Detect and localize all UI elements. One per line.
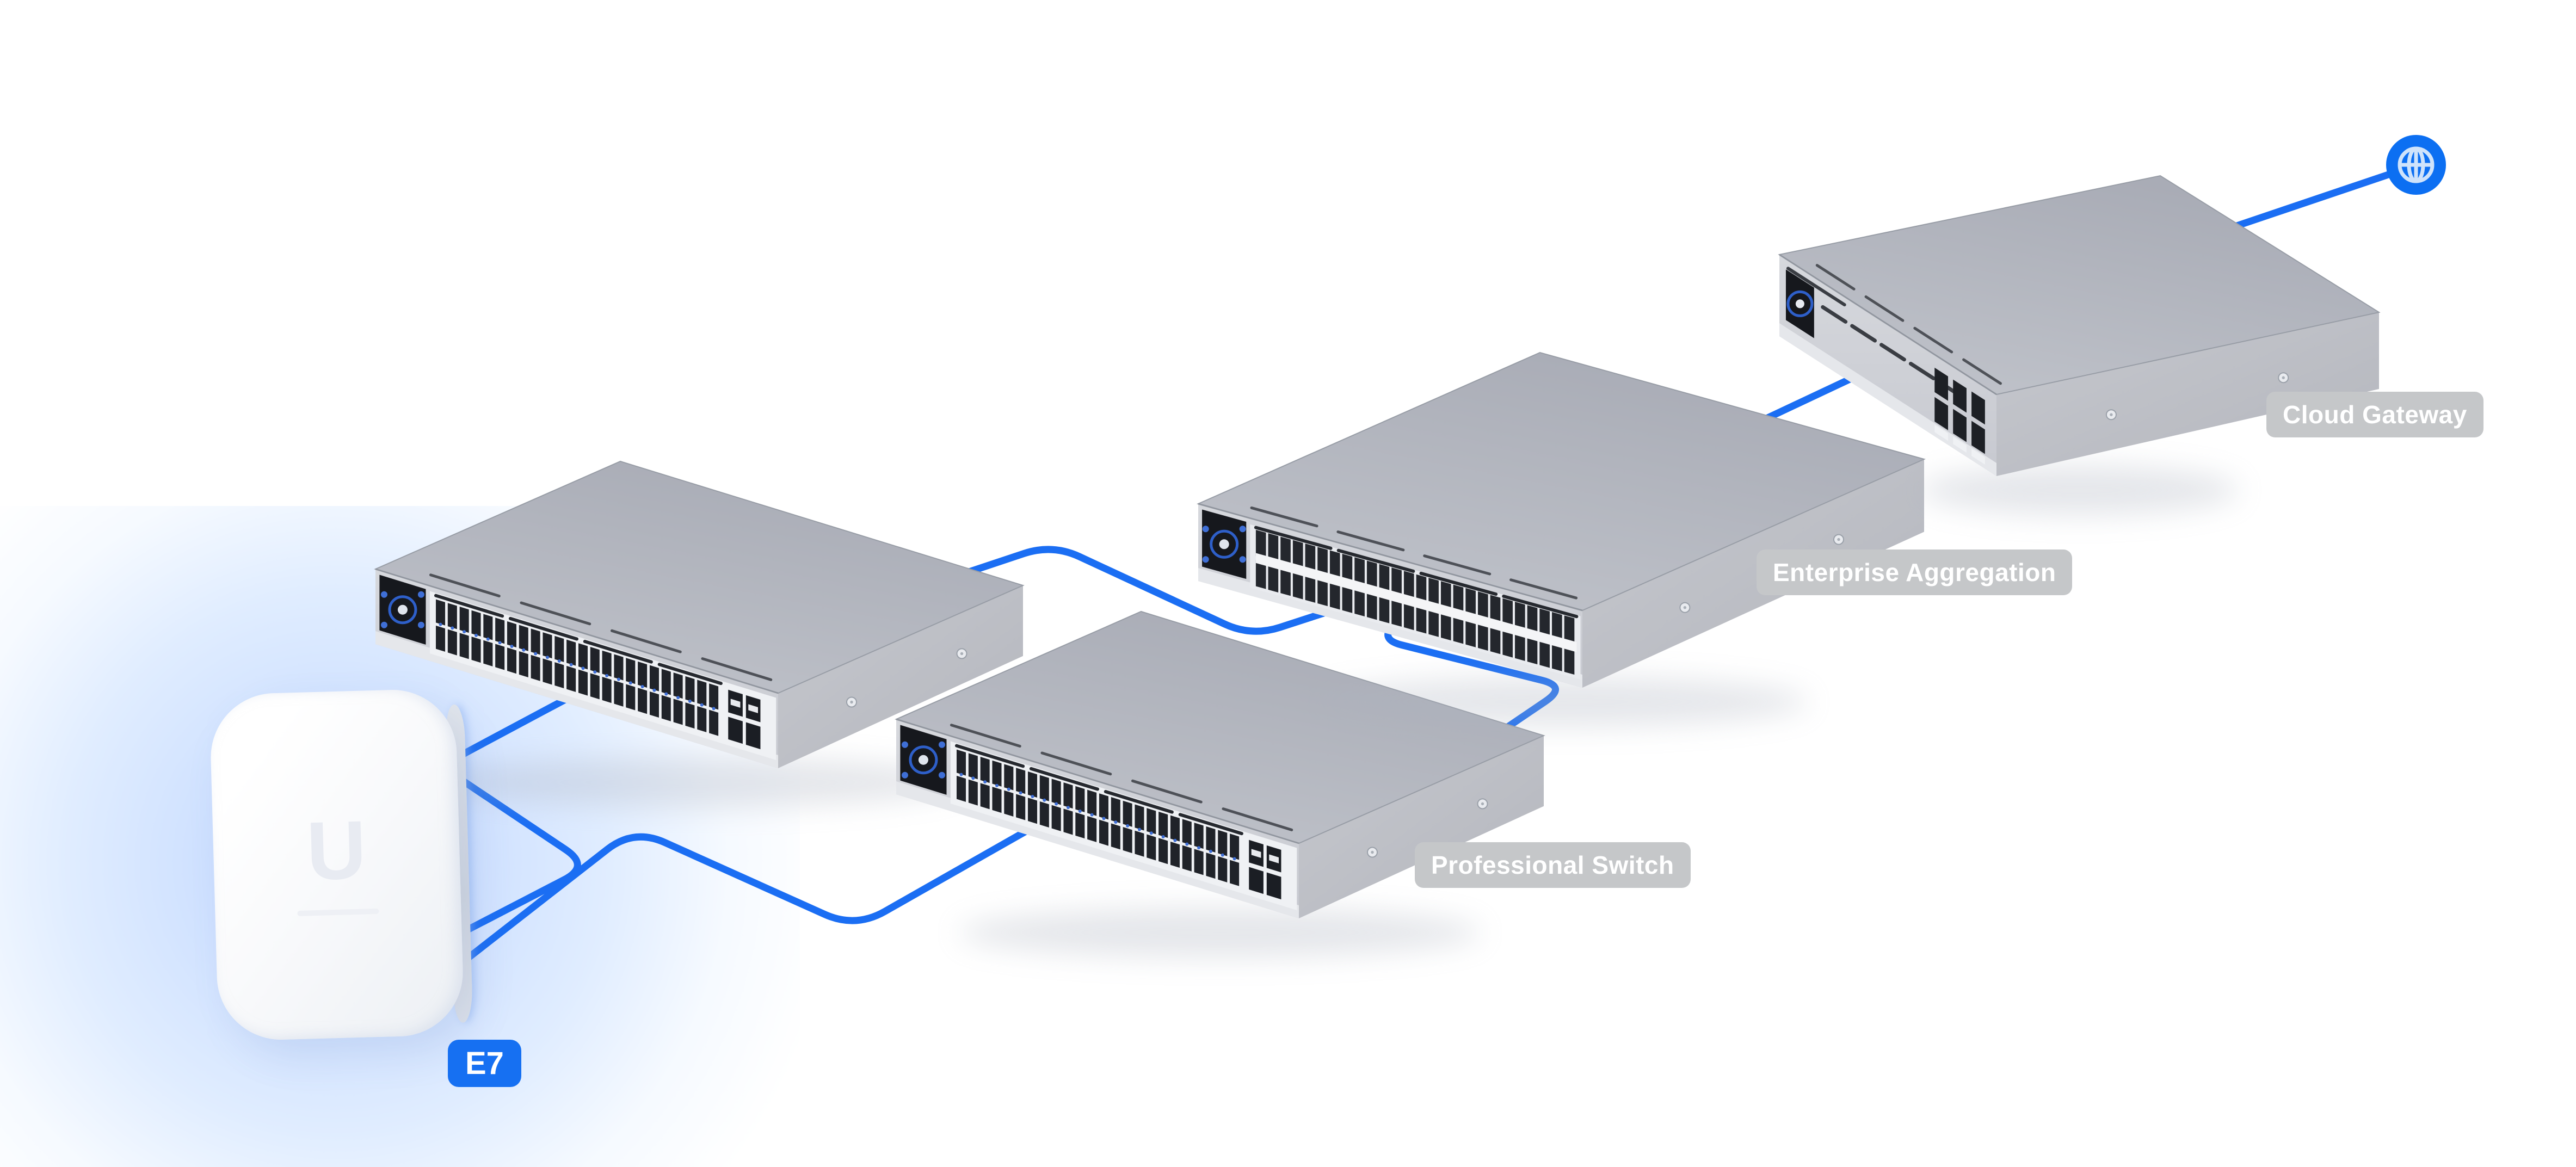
- e7-front-face: U: [209, 688, 465, 1042]
- e7-access-point: U: [209, 688, 473, 1042]
- label-e7-badge: E7: [448, 1040, 521, 1087]
- ubiquiti-u-logo: U: [305, 804, 368, 898]
- device-cloud-gateway: [1778, 175, 2381, 515]
- cable-switch-a-to-enterprise-aggregation: [954, 546, 1398, 635]
- device-enterprise-aggregation: [1197, 351, 1926, 727]
- cable-cloud-gateway-to-internet: [2223, 171, 2392, 233]
- globe-layer: [2386, 135, 2446, 195]
- internet-globe-icon: [2386, 135, 2446, 195]
- label-enterprise-aggregation: Enterprise Aggregation: [1757, 549, 2073, 595]
- e7-model-mark: [297, 909, 379, 917]
- device-switch-a: [374, 460, 1025, 807]
- device-professional-switch: [895, 610, 1545, 958]
- label-cloud-gateway: Cloud Gateway: [2266, 392, 2483, 437]
- label-professional-switch: Professional Switch: [1415, 842, 1691, 888]
- devices-layer: [374, 175, 2381, 958]
- cable-e7-to-professional-switch: [440, 811, 1058, 981]
